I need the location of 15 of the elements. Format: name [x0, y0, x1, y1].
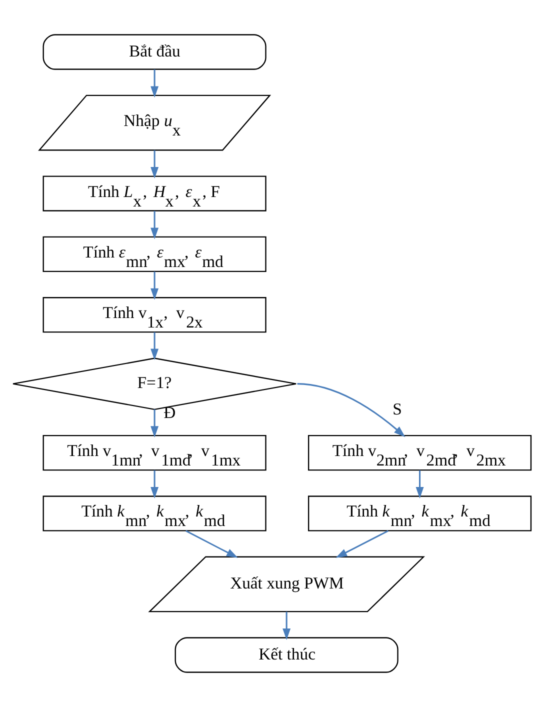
arrow: [297, 382, 406, 437]
arrow: [150, 210, 159, 239]
arrow: [185, 530, 238, 558]
node-box: Bắt đầu: [42, 34, 266, 70]
arrow: [150, 271, 159, 300]
node-box: Kết thúc: [174, 636, 398, 672]
edge-label: S: [392, 399, 402, 418]
arrow: [150, 332, 159, 360]
arrow: [150, 68, 159, 98]
arrow: [150, 408, 159, 438]
arrow: [282, 611, 291, 640]
arrow: [150, 150, 159, 178]
arrow: [416, 470, 424, 498]
arrow: [150, 470, 159, 498]
arrow: [336, 530, 389, 558]
